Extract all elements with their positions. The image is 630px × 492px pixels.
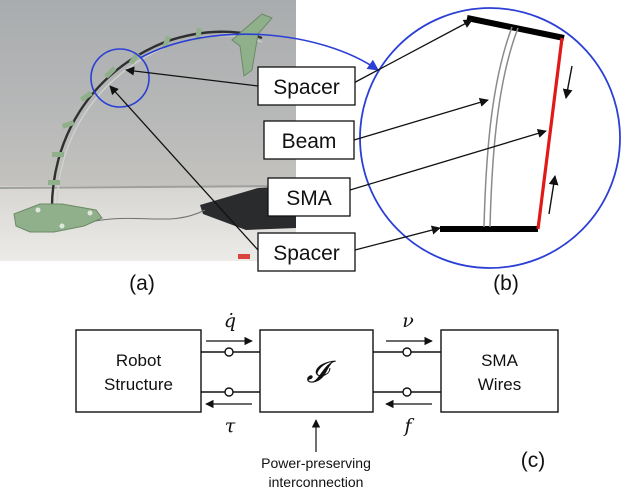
callout-lines [109,19,547,251]
sma-arrow-up [548,175,559,215]
robot-structure-box [75,329,202,413]
note-line2: interconnection [269,474,364,490]
sma-wires-box [440,329,559,413]
photo-spacers [48,27,202,185]
robot-label-line1: Robot [116,351,162,370]
label-tau: τ [225,415,236,437]
zoom-panel-b [359,7,621,269]
port-left-bottom [224,387,234,397]
caption-b: (b) [493,272,519,295]
zoom-beam-right [489,27,519,228]
port-right-bottom [402,387,412,397]
zoom-connector-arrow [139,33,379,71]
port-right-top [402,347,412,357]
callout-spacer-top-label: Spacer [273,76,340,99]
label-qdot: q̇ [224,310,236,332]
photo-top-bracket [231,13,273,77]
floor-edge [0,185,297,189]
sma-arrow-down [562,65,573,99]
photo-beam-outer [50,30,263,215]
callout-spacer-bottom: Spacer [257,232,356,272]
photo-cable [89,209,206,223]
robot-label-line2: Structure [104,375,173,394]
label-nu: ν [402,310,414,332]
sma-label-line2: Wires [478,375,521,394]
callout-beam-label: Beam [282,130,337,153]
photo-red-spot [238,254,250,259]
sma-label-line1: SMA [481,351,519,370]
port-left-top [224,347,234,357]
photo-zoom-circle [90,48,150,108]
callout-sma-label: SMA [286,187,332,210]
zoom-beam-left [483,26,513,228]
callout-spacer-bottom-label: Spacer [273,242,340,265]
caption-c: (c) [521,449,546,472]
note-line1: Power-preserving [261,455,371,471]
block-diagram: Robot Structure 𝓘 SMA Wires q̇ τ ν f [75,310,559,490]
photo-panel-a [0,0,297,261]
callout-spacer-top: Spacer [257,66,356,106]
label-f: f [402,415,414,437]
callout-sma: SMA [267,177,351,217]
zoom-top-spacer [466,15,565,41]
caption-a: (a) [129,272,155,295]
interconnection-box [259,329,374,413]
zoom-sma-wire [536,37,564,230]
callout-beam: Beam [263,120,355,160]
